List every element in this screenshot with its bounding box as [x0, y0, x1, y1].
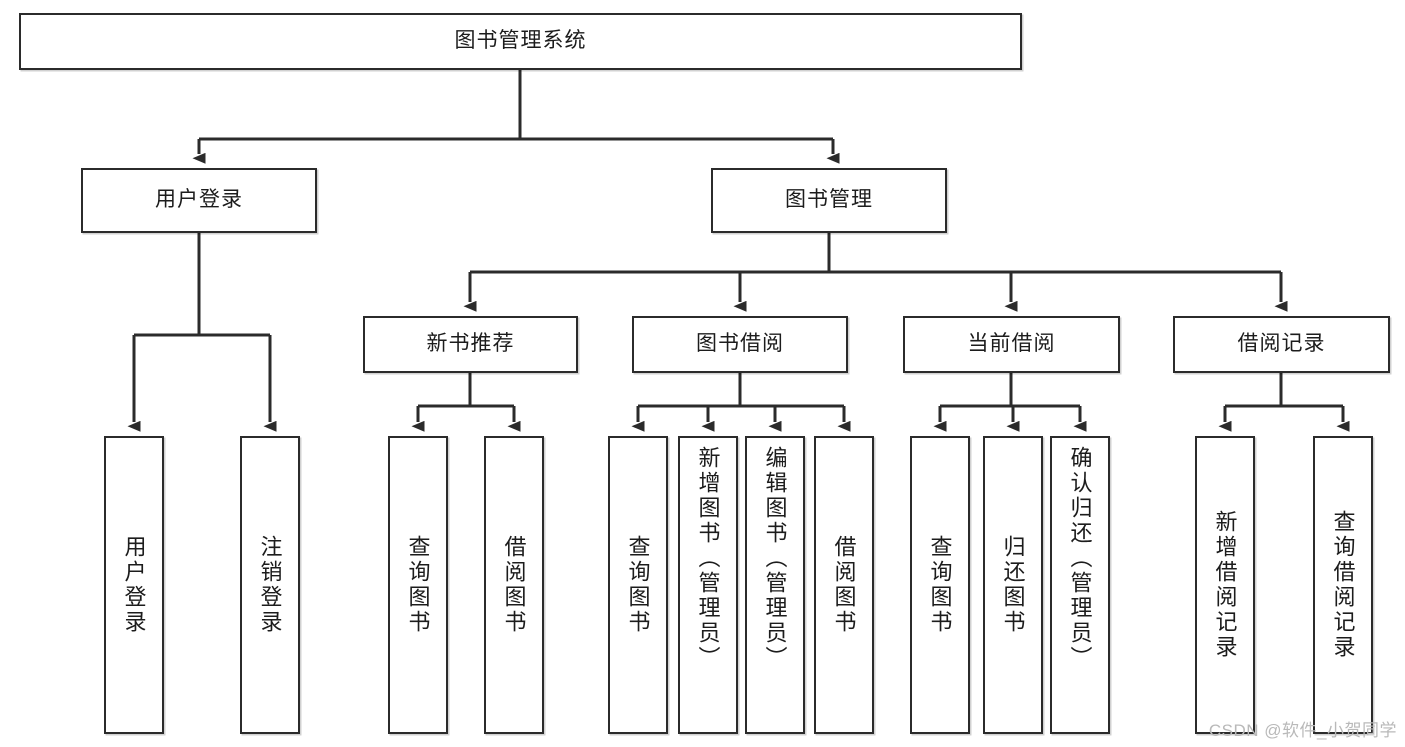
leaf-add-borrow-record-label: 新增借阅记录	[1212, 510, 1238, 660]
leaf-query-book-1-label: 查询图书	[405, 535, 431, 635]
node-current-borrow-label: 当前借阅	[967, 332, 1056, 356]
node-new-book-recommend-label: 新书推荐	[426, 332, 515, 356]
node-user-login-label: 用户登录	[155, 188, 243, 212]
node-borrow-record-label: 借阅记录	[1237, 332, 1326, 356]
leaf-confirm-return-admin-label: 确认归还（管理员）	[1067, 446, 1093, 671]
leaf-return-book[interactable]: 归还图书	[983, 436, 1043, 734]
leaf-query-book-3-label: 查询图书	[927, 535, 953, 635]
leaf-edit-book-admin[interactable]: 编辑图书（管理员）	[745, 436, 805, 734]
leaf-query-book-3[interactable]: 查询图书	[910, 436, 970, 734]
node-borrow-record[interactable]: 借阅记录	[1173, 316, 1390, 373]
node-book-manage[interactable]: 图书管理	[711, 168, 947, 233]
node-root[interactable]: 图书管理系统	[19, 13, 1022, 70]
node-user-login[interactable]: 用户登录	[81, 168, 317, 233]
leaf-edit-book-admin-label: 编辑图书（管理员）	[762, 446, 788, 671]
leaf-borrow-book-2[interactable]: 借阅图书	[814, 436, 874, 734]
leaf-borrow-book-2-label: 借阅图书	[831, 535, 857, 635]
node-new-book-recommend[interactable]: 新书推荐	[363, 316, 578, 373]
leaf-query-book-2[interactable]: 查询图书	[608, 436, 668, 734]
node-root-label: 图书管理系统	[454, 29, 587, 53]
node-book-manage-label: 图书管理	[785, 188, 873, 212]
leaf-user-login[interactable]: 用户登录	[104, 436, 164, 734]
leaf-add-borrow-record[interactable]: 新增借阅记录	[1195, 436, 1255, 734]
leaf-query-borrow-record-label: 查询借阅记录	[1330, 510, 1356, 660]
leaf-add-book-admin[interactable]: 新增图书（管理员）	[678, 436, 738, 734]
leaf-query-book-1[interactable]: 查询图书	[388, 436, 448, 734]
node-book-borrow[interactable]: 图书借阅	[632, 316, 848, 373]
leaf-add-book-admin-label: 新增图书（管理员）	[695, 446, 721, 671]
leaf-borrow-book-1[interactable]: 借阅图书	[484, 436, 544, 734]
leaf-borrow-book-1-label: 借阅图书	[501, 535, 527, 635]
node-book-borrow-label: 图书借阅	[696, 332, 784, 356]
node-current-borrow[interactable]: 当前借阅	[903, 316, 1120, 373]
leaf-return-book-label: 归还图书	[1000, 535, 1026, 635]
leaf-query-book-2-label: 查询图书	[625, 535, 651, 635]
leaf-confirm-return-admin[interactable]: 确认归还（管理员）	[1050, 436, 1110, 734]
leaf-query-borrow-record[interactable]: 查询借阅记录	[1313, 436, 1373, 734]
leaf-user-logout-label: 注销登录	[257, 535, 283, 635]
leaf-user-logout[interactable]: 注销登录	[240, 436, 300, 734]
leaf-user-login-label: 用户登录	[121, 535, 147, 635]
